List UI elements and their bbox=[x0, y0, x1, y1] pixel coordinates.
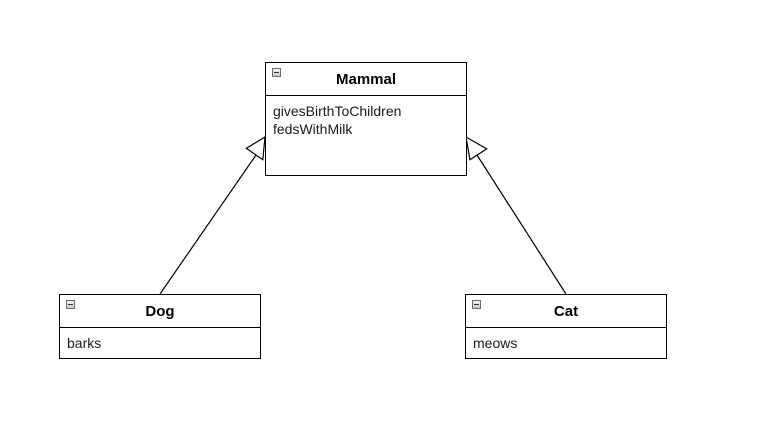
class-name: Mammal bbox=[335, 70, 397, 88]
attribute: meows bbox=[473, 335, 518, 351]
minus-square-icon[interactable] bbox=[472, 300, 481, 309]
cat-to-mammal-arrowhead bbox=[465, 135, 488, 161]
class-attributes: meows bbox=[466, 328, 666, 358]
class-header: Mammal bbox=[266, 63, 466, 96]
attribute: fedsWithMilk bbox=[273, 121, 353, 137]
class-attributes: barks bbox=[60, 328, 260, 358]
dog-to-mammal-line bbox=[159, 154, 257, 295]
class-cat[interactable]: Cat meows bbox=[465, 294, 667, 359]
cat-to-mammal-line bbox=[476, 154, 567, 295]
minus-square-icon[interactable] bbox=[272, 68, 281, 77]
attribute: givesBirthToChildren bbox=[273, 103, 402, 119]
dog-to-mammal-arrowhead bbox=[245, 135, 266, 161]
class-header: Cat bbox=[466, 295, 666, 328]
class-name: Dog bbox=[145, 302, 175, 320]
class-attributes: givesBirthToChildren fedsWithMilk bbox=[266, 96, 466, 144]
class-mammal[interactable]: Mammal givesBirthToChildren fedsWithMilk bbox=[265, 62, 467, 176]
minus-square-icon[interactable] bbox=[66, 300, 75, 309]
class-name: Cat bbox=[553, 302, 579, 320]
class-dog[interactable]: Dog barks bbox=[59, 294, 261, 359]
attribute: barks bbox=[67, 335, 102, 351]
class-header: Dog bbox=[60, 295, 260, 328]
